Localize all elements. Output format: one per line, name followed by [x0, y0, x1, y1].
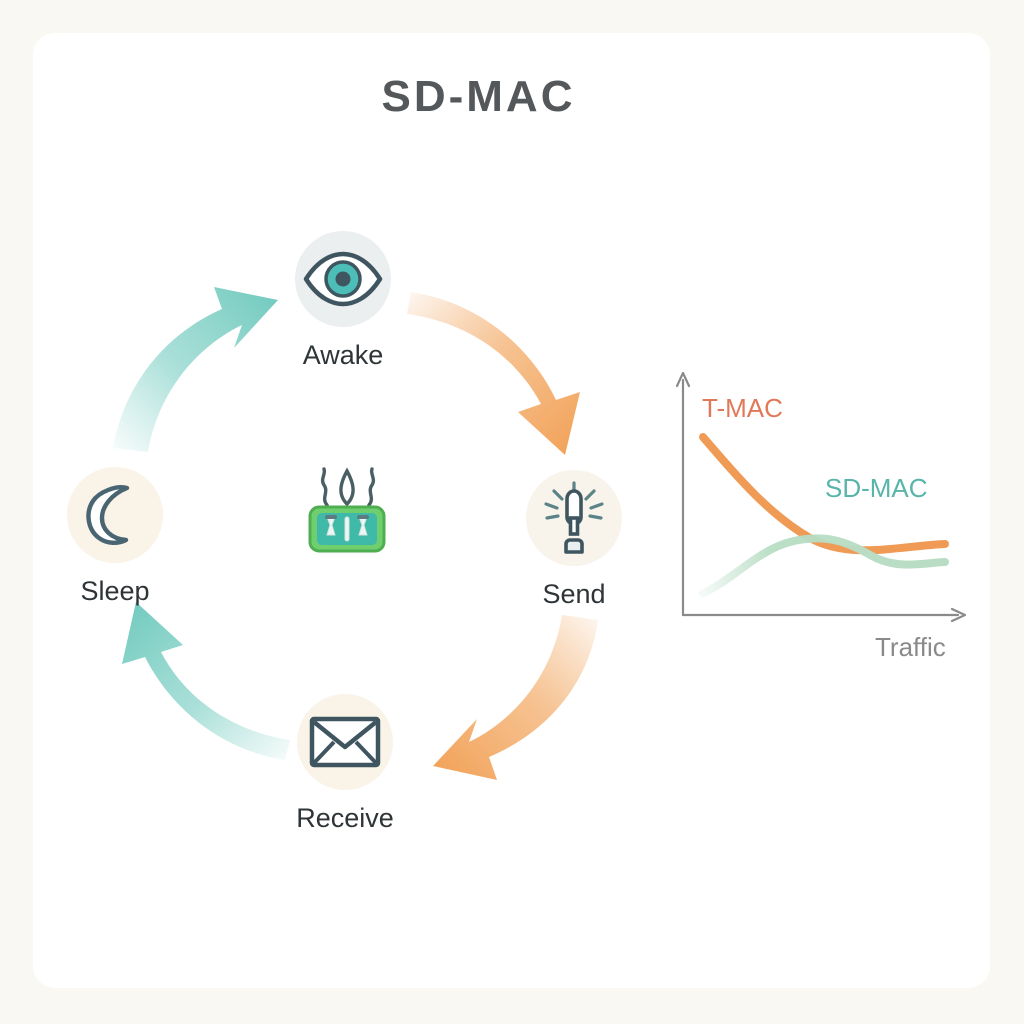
envelope-icon [309, 716, 381, 768]
cycle-node-sleep-label: Sleep [80, 576, 150, 606]
chart-label-tmac: T-MAC [702, 393, 783, 423]
eye-icon [303, 251, 383, 307]
diagram-card [33, 33, 990, 988]
sleep-disc [67, 467, 163, 563]
awake-disc [295, 231, 391, 327]
arrow-receive-to-sleep [122, 602, 290, 760]
sensor-node-icon [297, 460, 397, 560]
transmitter-icon [544, 481, 604, 554]
page-title: SD-MAC [381, 72, 576, 121]
moon-icon [86, 485, 130, 545]
chart-series-sdmac [699, 534, 949, 597]
cycle-node-awake-label: Awake [302, 340, 384, 370]
arrow-sleep-to-awake [113, 287, 278, 452]
cycle-node-sleep[interactable]: Sleep [40, 467, 190, 607]
cycle-node-awake[interactable]: Awake [268, 231, 418, 371]
arrow-send-to-receive [433, 615, 598, 780]
arrow-awake-to-send [407, 292, 580, 455]
cycle-node-receive-label: Receive [296, 803, 394, 833]
chart-xaxis-label: Traffic [875, 632, 946, 662]
chart-axes [675, 371, 967, 623]
send-disc [526, 470, 622, 566]
inset-chart: T-MAC SD-MAC Traffic [660, 360, 980, 670]
chart-svg [675, 371, 967, 623]
chart-label-sdmac: SD-MAC [825, 473, 928, 503]
cycle-node-send-label: Send [542, 579, 606, 609]
cycle-node-receive[interactable]: Receive [270, 694, 420, 834]
cycle-node-send[interactable]: Send [499, 470, 649, 610]
receive-disc [297, 694, 393, 790]
